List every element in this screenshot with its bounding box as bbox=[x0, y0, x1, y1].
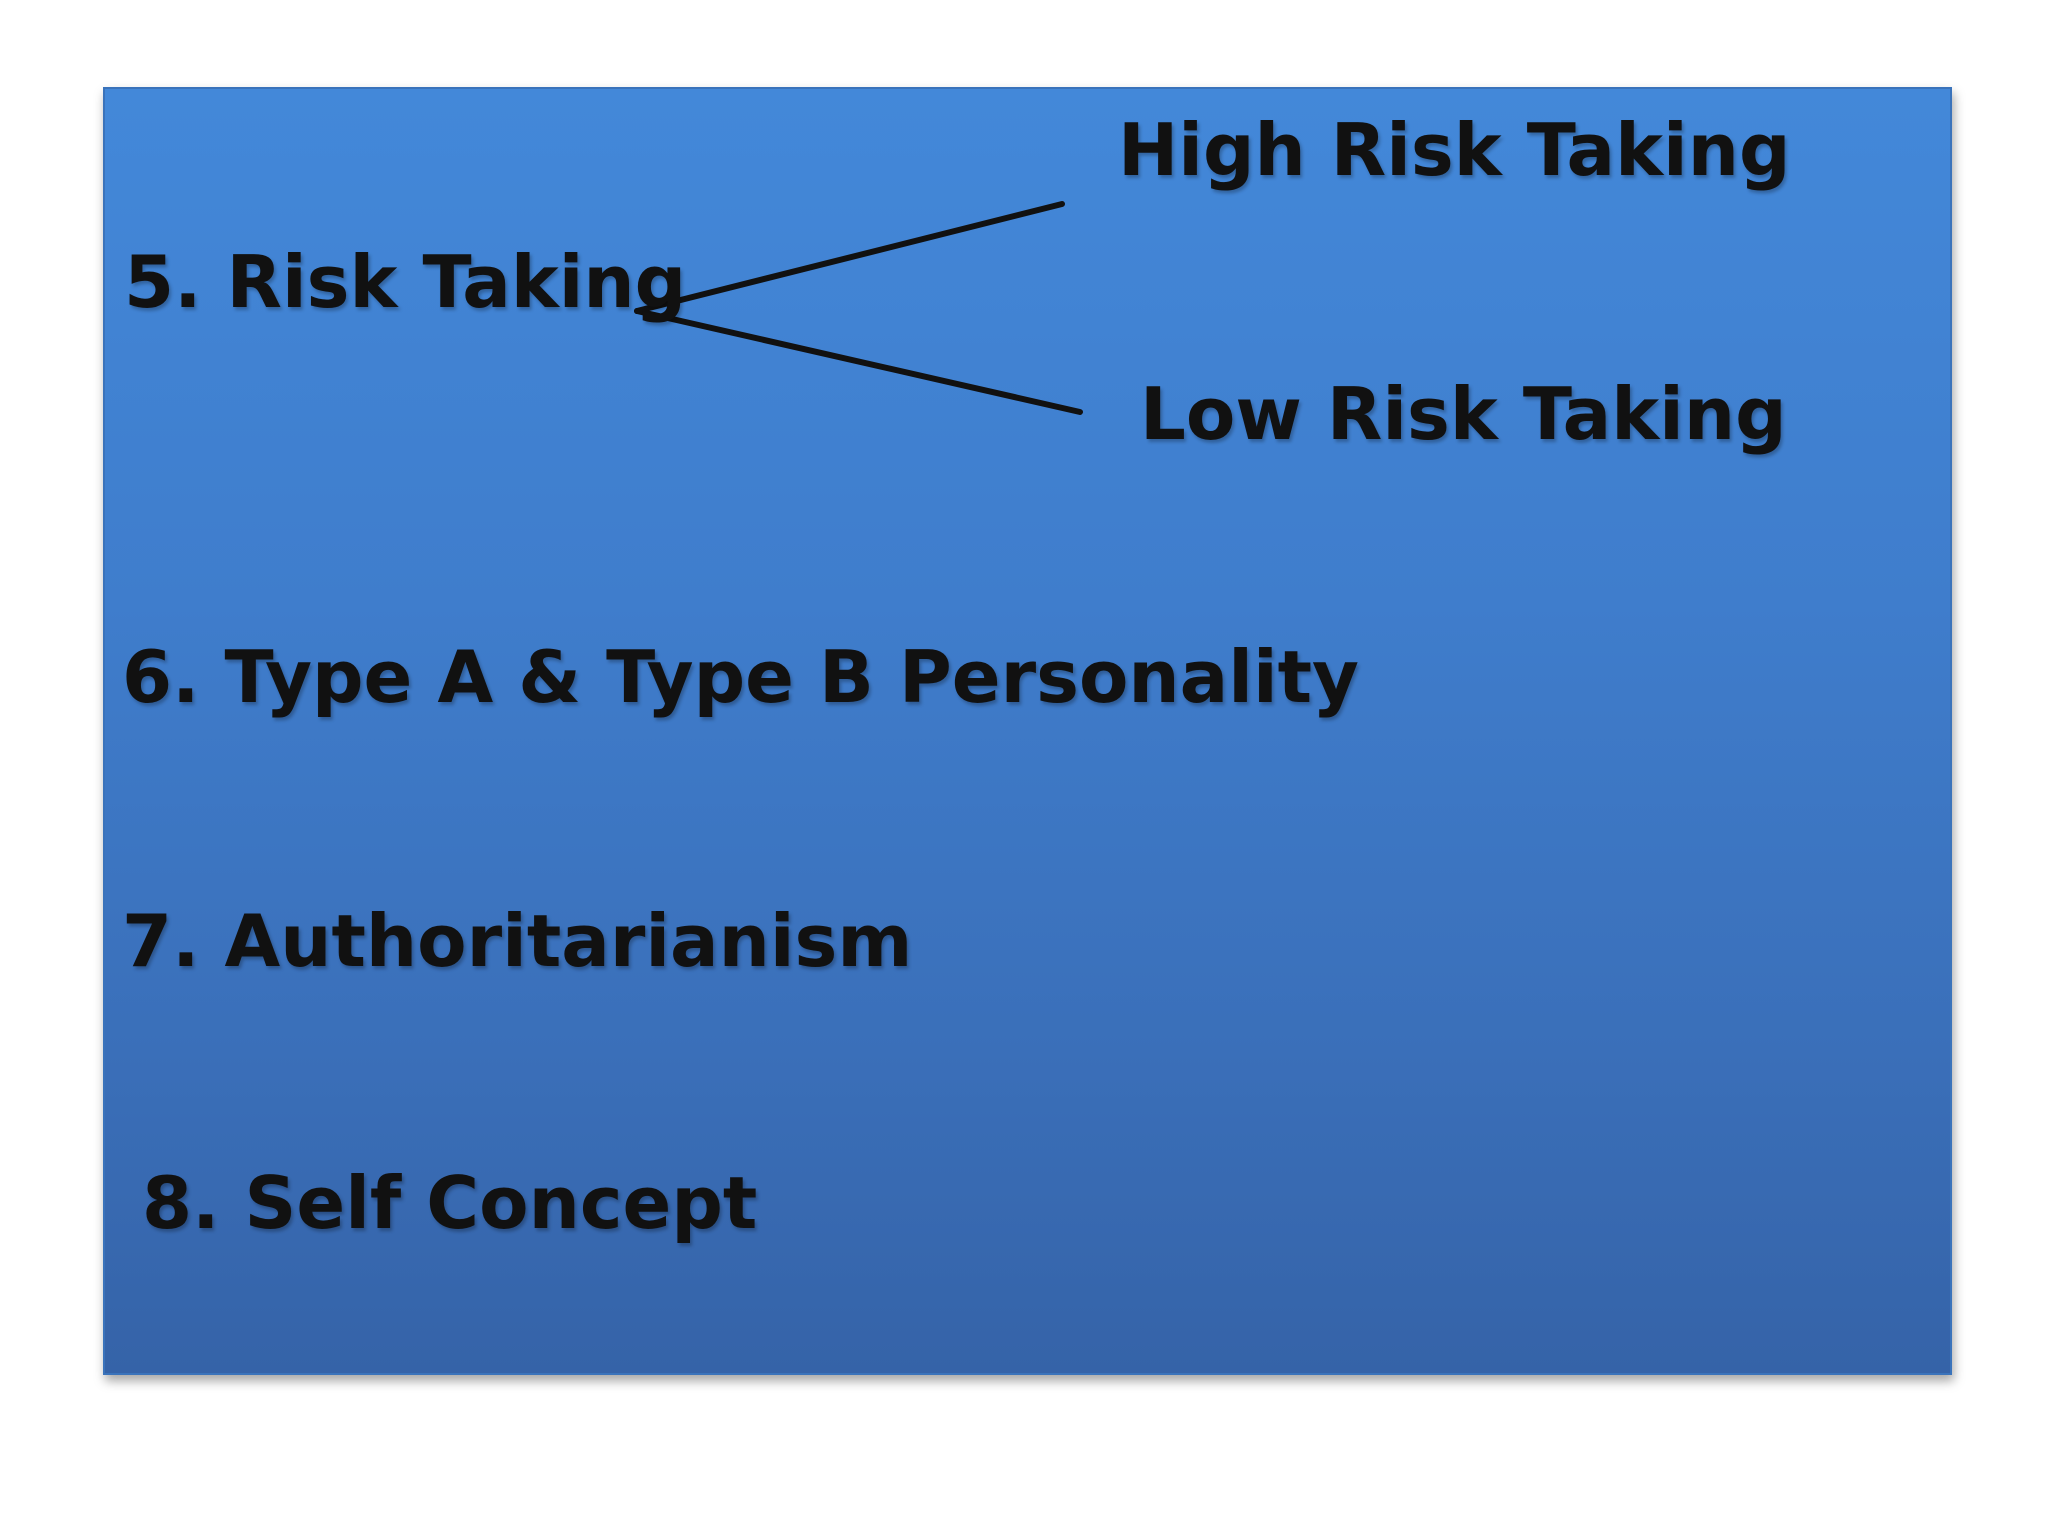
root-node-risk-taking: 5. Risk Taking bbox=[124, 240, 687, 324]
branch-node-high-risk-taking: High Risk Taking bbox=[1118, 108, 1791, 192]
branch-node-low-risk-taking: Low Risk Taking bbox=[1140, 372, 1787, 456]
item-type-a-type-b-personality: 6. Type A & Type B Personality bbox=[122, 635, 1359, 719]
item-authoritarianism: 7. Authoritarianism bbox=[122, 899, 913, 983]
item-self-concept: 8. Self Concept bbox=[142, 1161, 758, 1245]
